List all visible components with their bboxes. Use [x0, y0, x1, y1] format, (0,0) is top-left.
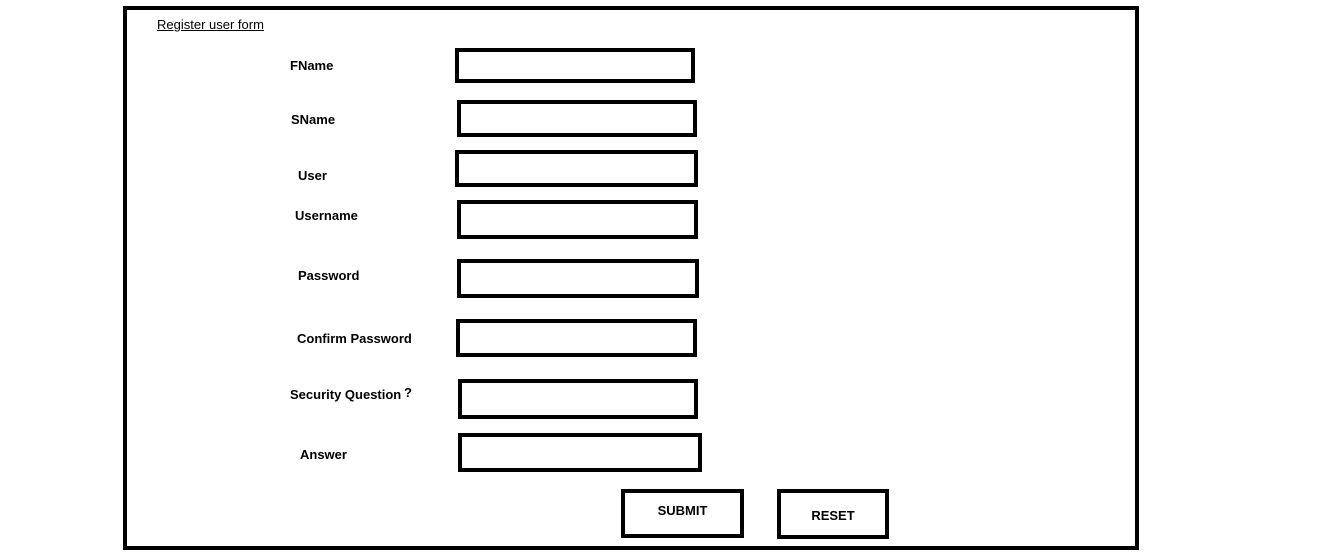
- submit-button-label: SUBMIT: [657, 503, 708, 518]
- answer-input[interactable]: [458, 433, 702, 472]
- answer-label: Answer: [300, 447, 347, 462]
- reset-button[interactable]: RESET: [777, 489, 889, 539]
- confirm-password-label: Confirm Password: [297, 331, 412, 346]
- user-input[interactable]: [455, 150, 698, 187]
- user-label: User: [298, 168, 327, 183]
- sname-input[interactable]: [457, 100, 697, 137]
- security-question-label: Security Question: [290, 387, 402, 402]
- security-question-input[interactable]: [458, 379, 698, 419]
- username-label: Username: [295, 208, 358, 223]
- username-input[interactable]: [457, 200, 698, 239]
- form-title: Register user form: [157, 17, 264, 32]
- confirm-password-input[interactable]: [456, 319, 697, 357]
- password-input[interactable]: [457, 259, 699, 298]
- fname-input[interactable]: [455, 48, 695, 83]
- submit-button[interactable]: SUBMIT: [621, 489, 744, 538]
- reset-button-label: RESET: [811, 508, 855, 523]
- fname-label: FName: [290, 58, 334, 73]
- question-mark-icon: ?: [404, 385, 412, 400]
- sname-label: SName: [291, 112, 336, 127]
- password-label: Password: [298, 268, 360, 283]
